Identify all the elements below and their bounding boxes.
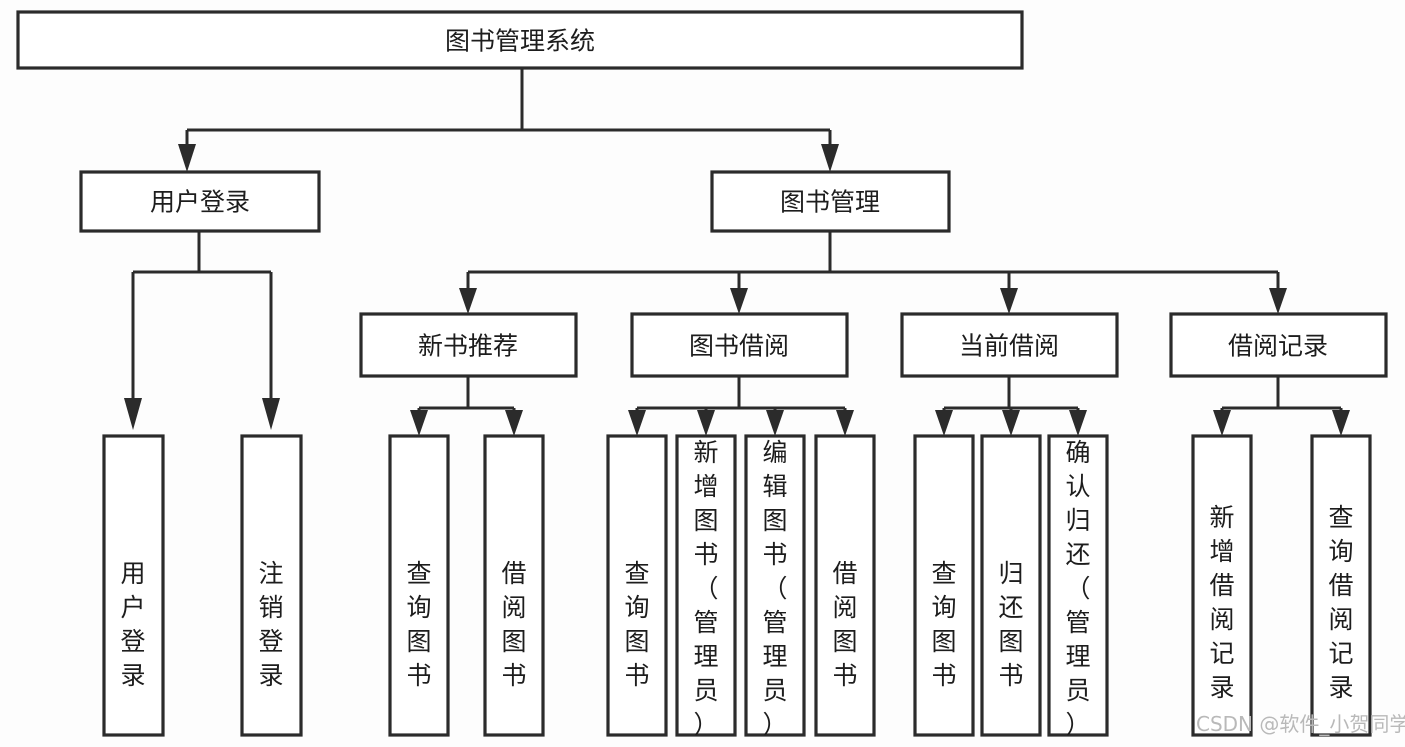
node-current-borrow-label: 当前借阅 <box>959 332 1059 361</box>
leaf-record-add-box[interactable] <box>1191 434 1253 737</box>
leaf-user-login-label: 用户登录 <box>120 559 145 690</box>
leaf-current-confirm-return-label: 确认归还（管理员） <box>1065 438 1090 739</box>
arrow-head-bookborrow-l4 <box>836 410 854 436</box>
leaf-current-query-book[interactable]: 查询图书 <box>913 434 975 737</box>
arrow-head-newbook-l1 <box>410 410 428 436</box>
leaf-borrow-add-book-box[interactable] <box>675 434 737 737</box>
leaf-newbook-query-book-box[interactable] <box>388 434 450 737</box>
arrow-head-currentborrow-l1 <box>935 410 953 436</box>
node-book-management-label: 图书管理 <box>780 188 880 217</box>
leaf-borrow-query-book-box[interactable] <box>606 434 668 737</box>
leaf-logout-label: 注销登录 <box>258 559 283 690</box>
node-user-login-box[interactable] <box>79 170 321 233</box>
leaf-borrow-borrow-book-label: 借阅图书 <box>832 559 857 690</box>
leaf-borrow-edit-book-label: 编辑图书（管理员） <box>762 438 787 739</box>
arrow-head-currentborrow-l3 <box>1069 410 1087 436</box>
leaf-current-return-book-box[interactable] <box>980 434 1042 737</box>
arrow-head-book-manage <box>821 144 839 172</box>
arrow-head-newbook <box>459 288 477 314</box>
node-new-book-recommend[interactable]: 新书推荐 <box>359 312 578 378</box>
watermark-text: CSDN @软件_小贺同学 <box>1196 712 1405 736</box>
leaf-current-return-book-label: 归还图书 <box>998 559 1023 690</box>
leaf-newbook-query-book[interactable]: 查询图书 <box>388 434 450 737</box>
leaf-current-query-book-box[interactable] <box>913 434 975 737</box>
arrow-head-bookborrow-l1 <box>628 410 646 436</box>
arrow-head-borrowrecord-l1 <box>1213 410 1231 436</box>
node-new-book-recommend-box[interactable] <box>359 312 578 378</box>
node-new-book-recommend-label: 新书推荐 <box>418 332 518 361</box>
leaf-user-login-box[interactable] <box>102 434 165 737</box>
node-borrow-record-label: 借阅记录 <box>1228 332 1328 361</box>
leaf-record-add[interactable]: 新增借阅记录 <box>1191 434 1253 737</box>
leaf-current-query-book-label: 查询图书 <box>931 559 956 690</box>
leaf-borrow-add-book[interactable]: 新增图书（管理员） <box>675 434 737 739</box>
leaf-borrow-borrow-book-box[interactable] <box>814 434 876 737</box>
node-book-management[interactable]: 图书管理 <box>710 170 951 233</box>
node-current-borrow[interactable]: 当前借阅 <box>900 312 1119 378</box>
leaf-record-query[interactable]: 查询借阅记录 <box>1310 434 1372 737</box>
leaf-newbook-borrow-book-label: 借阅图书 <box>501 559 526 690</box>
leaf-borrow-edit-book[interactable]: 编辑图书（管理员） <box>744 434 806 739</box>
leaf-current-confirm-return-box[interactable] <box>1047 434 1109 737</box>
arrow-head-bookborrow <box>730 288 748 314</box>
arrow-head-leaf-user-login <box>124 398 142 430</box>
leaf-record-add-label: 新增借阅记录 <box>1209 503 1234 702</box>
leaf-newbook-query-book-label: 查询图书 <box>406 559 431 690</box>
node-book-borrow-box[interactable] <box>630 312 849 378</box>
leaf-borrow-add-book-label: 新增图书（管理员） <box>693 438 718 739</box>
leaf-current-confirm-return[interactable]: 确认归还（管理员） <box>1047 434 1109 739</box>
node-book-borrow-label: 图书借阅 <box>689 332 789 361</box>
arrow-head-newbook-l2 <box>505 410 523 436</box>
node-borrow-record[interactable]: 借阅记录 <box>1169 312 1388 378</box>
arrow-head-bookborrow-l2 <box>697 410 715 436</box>
node-book-management-box[interactable] <box>710 170 951 233</box>
leaf-borrow-query-book[interactable]: 查询图书 <box>606 434 668 737</box>
leaf-record-query-box[interactable] <box>1310 434 1372 737</box>
arrow-head-bookborrow-l3 <box>766 410 784 436</box>
connector-layer <box>124 68 1350 436</box>
arrow-head-leaf-logout <box>262 398 280 430</box>
arrow-head-currentborrow <box>1000 288 1018 314</box>
leaf-logout-box[interactable] <box>240 434 303 737</box>
leaf-borrow-edit-book-box[interactable] <box>744 434 806 737</box>
node-user-login-label: 用户登录 <box>150 188 250 217</box>
leaf-newbook-borrow-book[interactable]: 借阅图书 <box>483 434 545 737</box>
node-root[interactable]: 图书管理系统 <box>16 10 1024 70</box>
arrow-head-currentborrow-l2 <box>1002 410 1020 436</box>
leaf-borrow-query-book-label: 查询图书 <box>624 559 649 690</box>
arrow-head-user-login <box>178 144 196 172</box>
node-borrow-record-box[interactable] <box>1169 312 1388 378</box>
node-root-label: 图书管理系统 <box>445 27 595 56</box>
node-user-login[interactable]: 用户登录 <box>79 170 321 233</box>
leaf-current-return-book[interactable]: 归还图书 <box>980 434 1042 737</box>
leaf-record-query-label: 查询借阅记录 <box>1328 503 1353 702</box>
node-current-borrow-box[interactable] <box>900 312 1119 378</box>
node-book-borrow[interactable]: 图书借阅 <box>630 312 849 378</box>
node-root-box[interactable] <box>16 10 1024 70</box>
arrow-head-borrowrecord <box>1269 288 1287 314</box>
arrow-head-borrowrecord-l2 <box>1332 410 1350 436</box>
leaf-user-login[interactable]: 用户登录 <box>102 434 165 737</box>
leaf-borrow-borrow-book[interactable]: 借阅图书 <box>814 434 876 737</box>
leaf-logout[interactable]: 注销登录 <box>240 434 303 737</box>
leaf-newbook-borrow-book-box[interactable] <box>483 434 545 737</box>
